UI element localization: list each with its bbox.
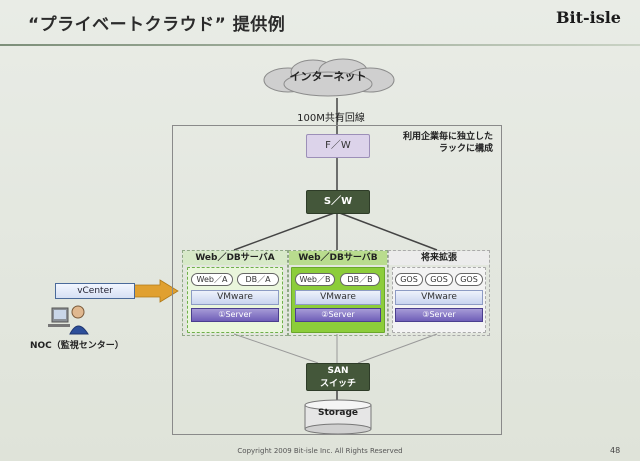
group-future-title: 将来拡張: [389, 251, 489, 265]
server-group-b: Web／DBサーバB Web／B DB／B VMware ②Server: [288, 250, 388, 336]
vm-gos-3: GOS: [455, 273, 483, 286]
server-a: ①Server: [191, 308, 279, 322]
vm-db-a: DB／A: [237, 273, 279, 286]
vm-gos-1: GOS: [395, 273, 423, 286]
management-arrow: [133, 279, 179, 303]
internet-label: インターネット: [289, 70, 367, 83]
internet-cloud-icon: [263, 58, 395, 97]
rack-note: 利用企業毎に独立した ラックに構成: [393, 131, 493, 155]
page-title: “プライベートクラウド” 提供例: [28, 15, 286, 35]
server-group-future: 将来拡張 GOS GOS GOS VMware ③Server: [388, 250, 490, 336]
sw-group-a-line: [233, 211, 338, 251]
server-b: ②Server: [295, 308, 381, 322]
vmware-a: VMware: [191, 290, 279, 305]
logo-text: Bit-isle: [556, 8, 621, 27]
server-group-a: Web／DBサーバA Web／A DB／A VMware ①Server: [182, 250, 288, 336]
san-line2: スイッチ: [319, 379, 356, 389]
company-logo: Bit-isle: [556, 8, 621, 27]
storage-cylinder: [304, 399, 372, 435]
vm-web-b: Web／B: [295, 273, 335, 286]
vmware-b: VMware: [295, 290, 381, 305]
group-a-host: Web／A DB／A VMware ①Server: [187, 267, 283, 333]
group-b-title: Web／DBサーバB: [289, 251, 387, 265]
noc-label: NOC（監視センター）: [30, 341, 124, 351]
firewall-box: F／W: [306, 134, 370, 158]
server-future: ③Server: [395, 308, 483, 322]
page-number: 48: [610, 446, 621, 455]
group-a-title: Web／DBサーバA: [183, 251, 287, 265]
san-line1: SAN: [327, 366, 349, 376]
switch-box: S／W: [306, 190, 370, 214]
bandwidth-label: 100M共有回線: [297, 113, 365, 124]
vmware-future: VMware: [395, 290, 483, 305]
sw-group-c-line: [336, 211, 438, 251]
vm-web-a: Web／A: [191, 273, 233, 286]
group-b-host: Web／B DB／B VMware ②Server: [291, 267, 385, 333]
rack-boundary: [172, 125, 502, 435]
copyright-footer: Copyright 2009 Bit-isle Inc. All Rights …: [237, 447, 403, 455]
san-switch-box: SAN スイッチ: [306, 363, 370, 391]
group-future-host: GOS GOS GOS VMware ③Server: [392, 267, 486, 333]
group-c-san-line: [357, 333, 438, 364]
storage-label: Storage: [317, 408, 359, 418]
group-a-san-line: [233, 333, 319, 364]
operator-person-icon: [48, 305, 89, 335]
rack-note-line2: ラックに構成: [438, 144, 493, 154]
vm-db-b: DB／B: [340, 273, 380, 286]
vcenter-box: vCenter: [55, 283, 135, 299]
header-divider: [0, 44, 640, 46]
vm-gos-2: GOS: [425, 273, 453, 286]
rack-note-line1: 利用企業毎に独立した: [402, 132, 493, 142]
